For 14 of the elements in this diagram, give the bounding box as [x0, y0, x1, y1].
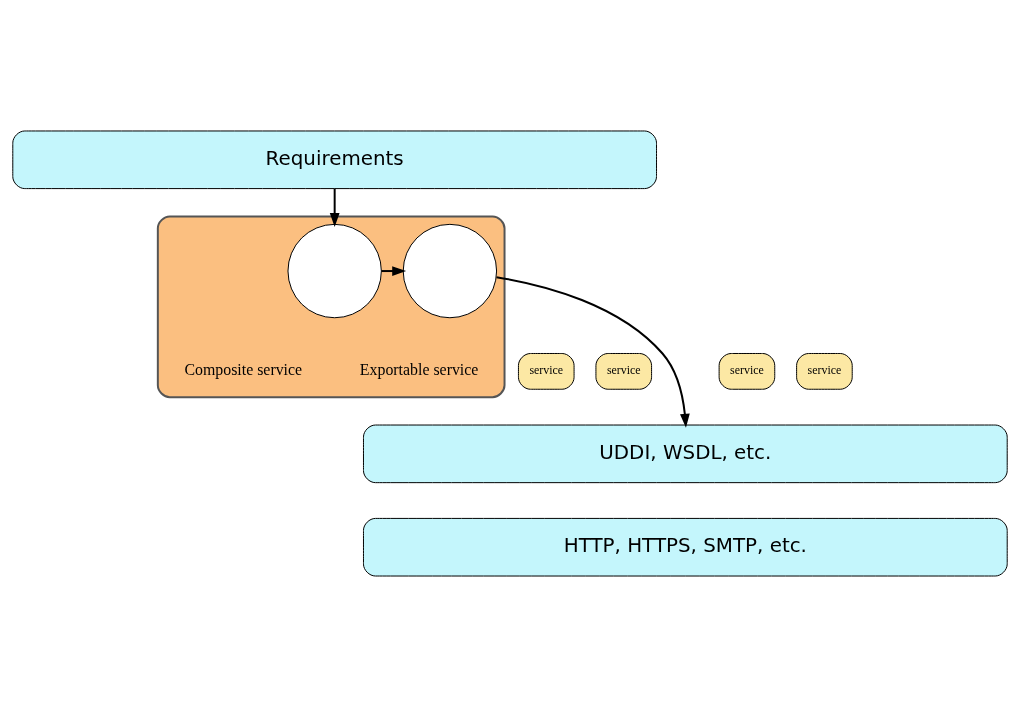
node-label: Composite service [184, 361, 303, 379]
node-box: HTTP, HTTPS, SMTP, etc. [362, 517, 1008, 577]
arrow [380, 266, 407, 276]
node-box: service [595, 353, 653, 390]
node-label: Exportable service [359, 361, 479, 379]
node-box: service [718, 353, 776, 390]
node-box: service [517, 353, 575, 390]
node-box: UDDI, WSDL, etc. [362, 424, 1008, 484]
node-box: service [796, 353, 853, 390]
node-box: Requirements [12, 130, 658, 190]
arrow [329, 187, 340, 227]
node-circle [287, 223, 382, 319]
arrow [495, 276, 690, 428]
node-circle [402, 223, 498, 319]
